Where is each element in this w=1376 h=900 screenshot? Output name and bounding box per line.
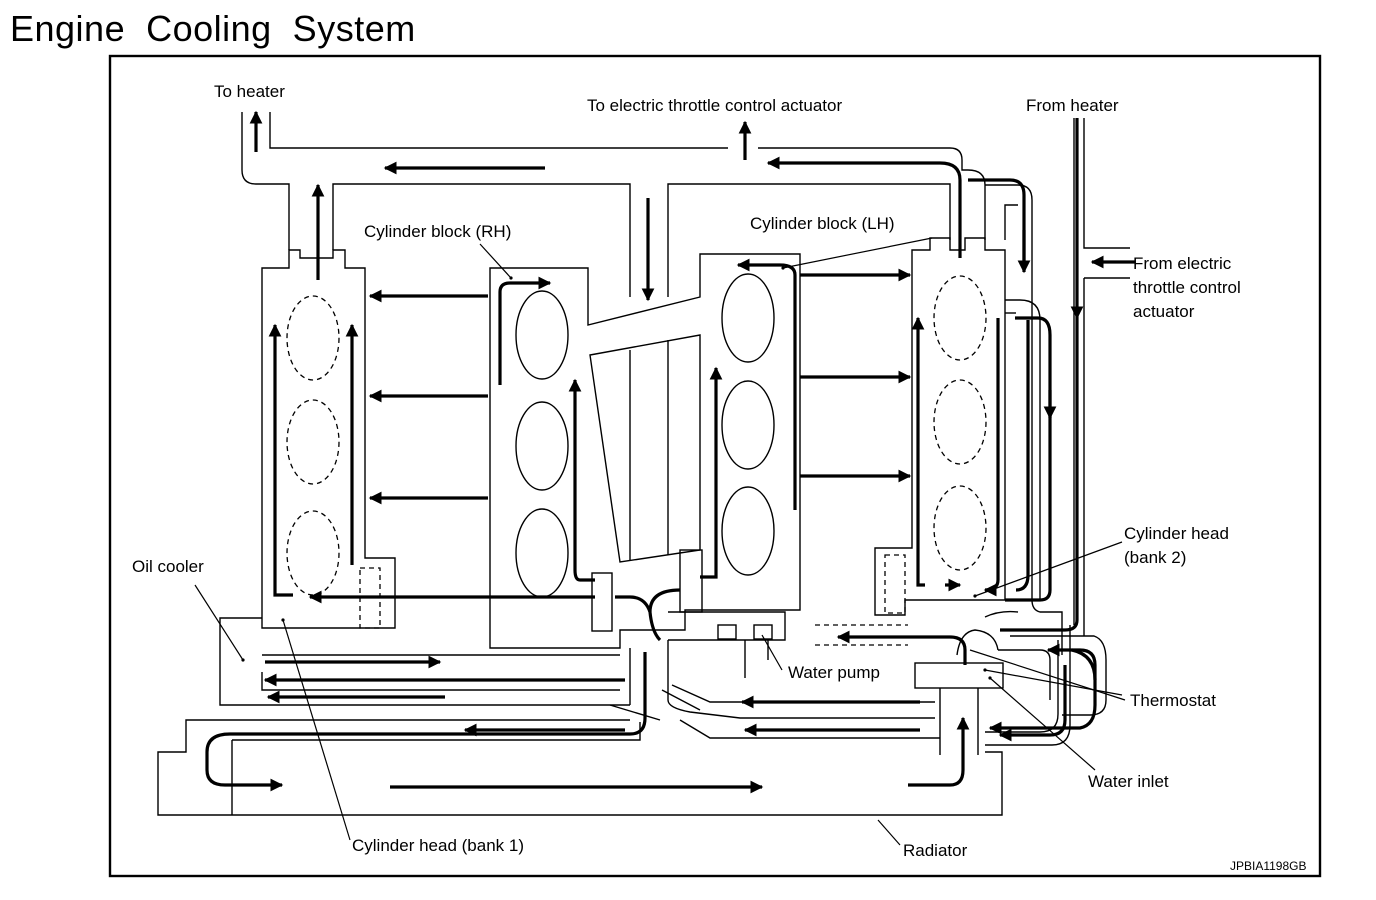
top-hoses (241, 112, 1130, 636)
label-radiator: Radiator (903, 841, 968, 860)
coolant-flow-arrows (205, 110, 1135, 794)
diagram-frame (108, 54, 1322, 878)
cylinder-head-bank2 (815, 237, 1041, 646)
cylinder-block-rh (489, 253, 801, 649)
leader-lines (194, 237, 1126, 846)
label-oil-cooler: Oil cooler (132, 557, 204, 576)
label-from-etc-line1: From electric (1133, 254, 1232, 273)
label-cyl-block-rh: Cylinder block (RH) (364, 222, 511, 241)
figure-code: JPBIA1198GB (1230, 859, 1307, 873)
label-from-etc-line2: throttle control (1133, 278, 1241, 297)
label-to-etc: To electric throttle control actuator (587, 96, 842, 115)
label-cyl-head-bank2-line1: Cylinder head (1124, 524, 1229, 543)
label-from-heater: From heater (1026, 96, 1119, 115)
label-water-pump: Water pump (788, 663, 880, 682)
diagram-title: Engine Cooling System (10, 8, 416, 49)
label-cyl-head-bank1: Cylinder head (bank 1) (352, 836, 524, 855)
label-water-inlet: Water inlet (1088, 772, 1169, 791)
cylinder-block-lh (668, 273, 786, 678)
water-inlet-body (914, 662, 1004, 689)
oil-cooler-and-lower-pipes (157, 617, 1003, 816)
label-cyl-head-bank2-line2: (bank 2) (1124, 548, 1186, 567)
label-from-etc-line3: actuator (1133, 302, 1195, 321)
label-to-heater: To heater (214, 82, 285, 101)
label-thermostat: Thermostat (1130, 691, 1216, 710)
label-cyl-block-lh: Cylinder block (LH) (750, 214, 895, 233)
diagram-labels: To heater To electric throttle control a… (132, 82, 1307, 873)
cylinder-head-bank1 (261, 249, 396, 629)
